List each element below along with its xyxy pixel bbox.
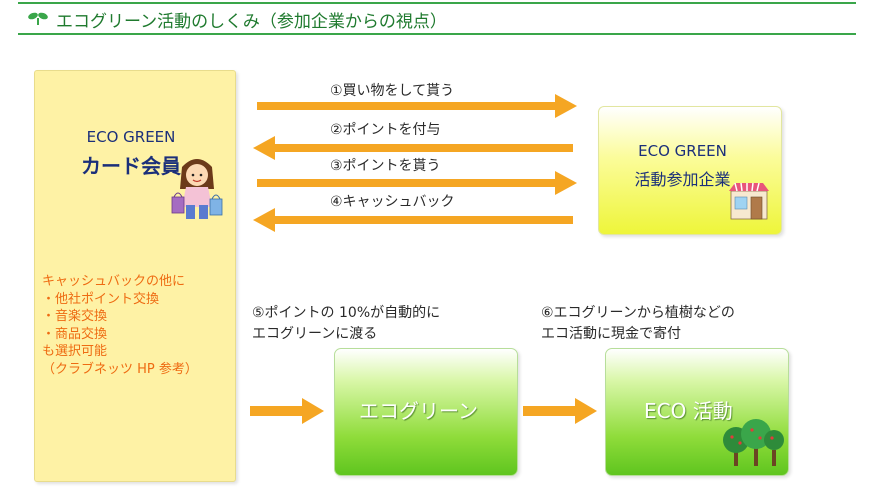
- flow-label-3: ③ポイントを貰う: [330, 158, 441, 174]
- header-top-rule: [18, 2, 856, 4]
- member-title-en: ECO GREEN: [86, 128, 176, 146]
- header-bottom-rule: [18, 33, 856, 35]
- step5-line: エコグリーンに渡る: [252, 326, 378, 342]
- member-card: [34, 70, 236, 482]
- note-line: キャッシュバックの他に: [42, 274, 186, 289]
- page-title: エコグリーン活動のしくみ（参加企業からの視点）: [56, 12, 447, 32]
- flow-label-1: ①買い物をして貰う: [330, 83, 455, 99]
- note-line: ・商品交換: [42, 326, 108, 342]
- note-line: ・音楽交換: [42, 309, 108, 324]
- flow-arrow-5: [250, 398, 324, 424]
- company-title-en: ECO GREEN: [638, 142, 727, 160]
- eco-activity-label: ECO 活動: [644, 399, 733, 423]
- step6-line: ⑥エコグリーンから植樹などの: [541, 305, 735, 321]
- step6-line: エコ活動に現金で寄付: [541, 326, 681, 342]
- company-title-jp: 活動参加企業: [634, 170, 731, 189]
- flow-arrow-4: [253, 208, 573, 232]
- eco-activity-box: ECO 活動: [605, 348, 789, 476]
- step5-line: ⑤ポイントの 10%が自動的に: [252, 305, 441, 321]
- note-line: ・他社ポイント交換: [42, 291, 160, 307]
- member-notes: キャッシュバックの他に ・他社ポイント交換 ・音楽交換 ・商品交換 も選択可能 …: [42, 273, 198, 378]
- flow-arrow-3: [257, 171, 577, 195]
- trees-icon: [723, 419, 784, 466]
- ecogreen-box: エコグリーン: [334, 348, 518, 476]
- step5-text: ⑤ポイントの 10%が自動的に エコグリーンに渡る: [252, 303, 440, 345]
- flow-arrow-2: [253, 136, 573, 160]
- step6-text: ⑥エコグリーンから植樹などの エコ活動に現金で寄付: [541, 303, 735, 345]
- flow-label-2: ②ポイントを付与: [330, 122, 441, 138]
- ecogreen-label: エコグリーン: [359, 399, 478, 423]
- shopper-icon: [171, 159, 223, 219]
- member-title-jp: カード会員: [81, 154, 181, 178]
- flow-arrow-1: [257, 94, 577, 118]
- flow-arrow-6: [523, 398, 597, 424]
- flow-label-4: ④キャッシュバック: [330, 194, 455, 210]
- shop-icon: [729, 182, 769, 220]
- note-line: も選択可能: [42, 344, 108, 359]
- sprout-icon: [28, 12, 48, 25]
- note-line: （クラブネッツ HP 参考）: [42, 361, 198, 377]
